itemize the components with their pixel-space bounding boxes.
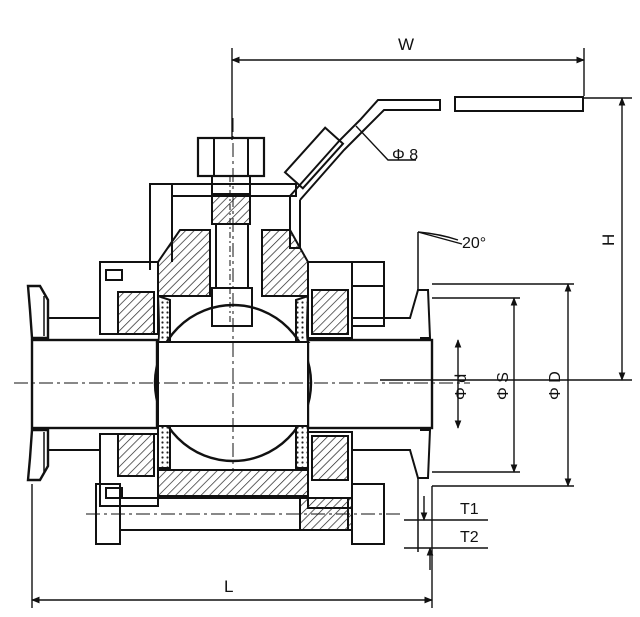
label-w: W	[398, 35, 414, 54]
right-body-cap	[307, 261, 353, 509]
label-t2: T2	[460, 529, 479, 546]
handle-tail	[454, 96, 584, 112]
label-handle-dia: Φ 8	[392, 147, 418, 164]
label-t1: T1	[460, 501, 479, 518]
label-l: L	[224, 577, 233, 596]
right-end-connection	[306, 232, 434, 552]
stem-nut	[196, 136, 266, 178]
label-d-large: Φ D	[547, 371, 564, 400]
left-body-cap	[99, 261, 159, 507]
label-h: H	[599, 234, 618, 246]
stem-assembly	[196, 136, 266, 327]
label-angle: 20°	[462, 235, 486, 252]
label-d-small: Φ d	[453, 374, 470, 400]
dimension-lines	[31, 48, 632, 608]
handle-lever	[149, 96, 584, 270]
valve-outline	[14, 96, 584, 552]
label-s: Φ S	[495, 372, 512, 400]
centerlines	[14, 118, 470, 515]
